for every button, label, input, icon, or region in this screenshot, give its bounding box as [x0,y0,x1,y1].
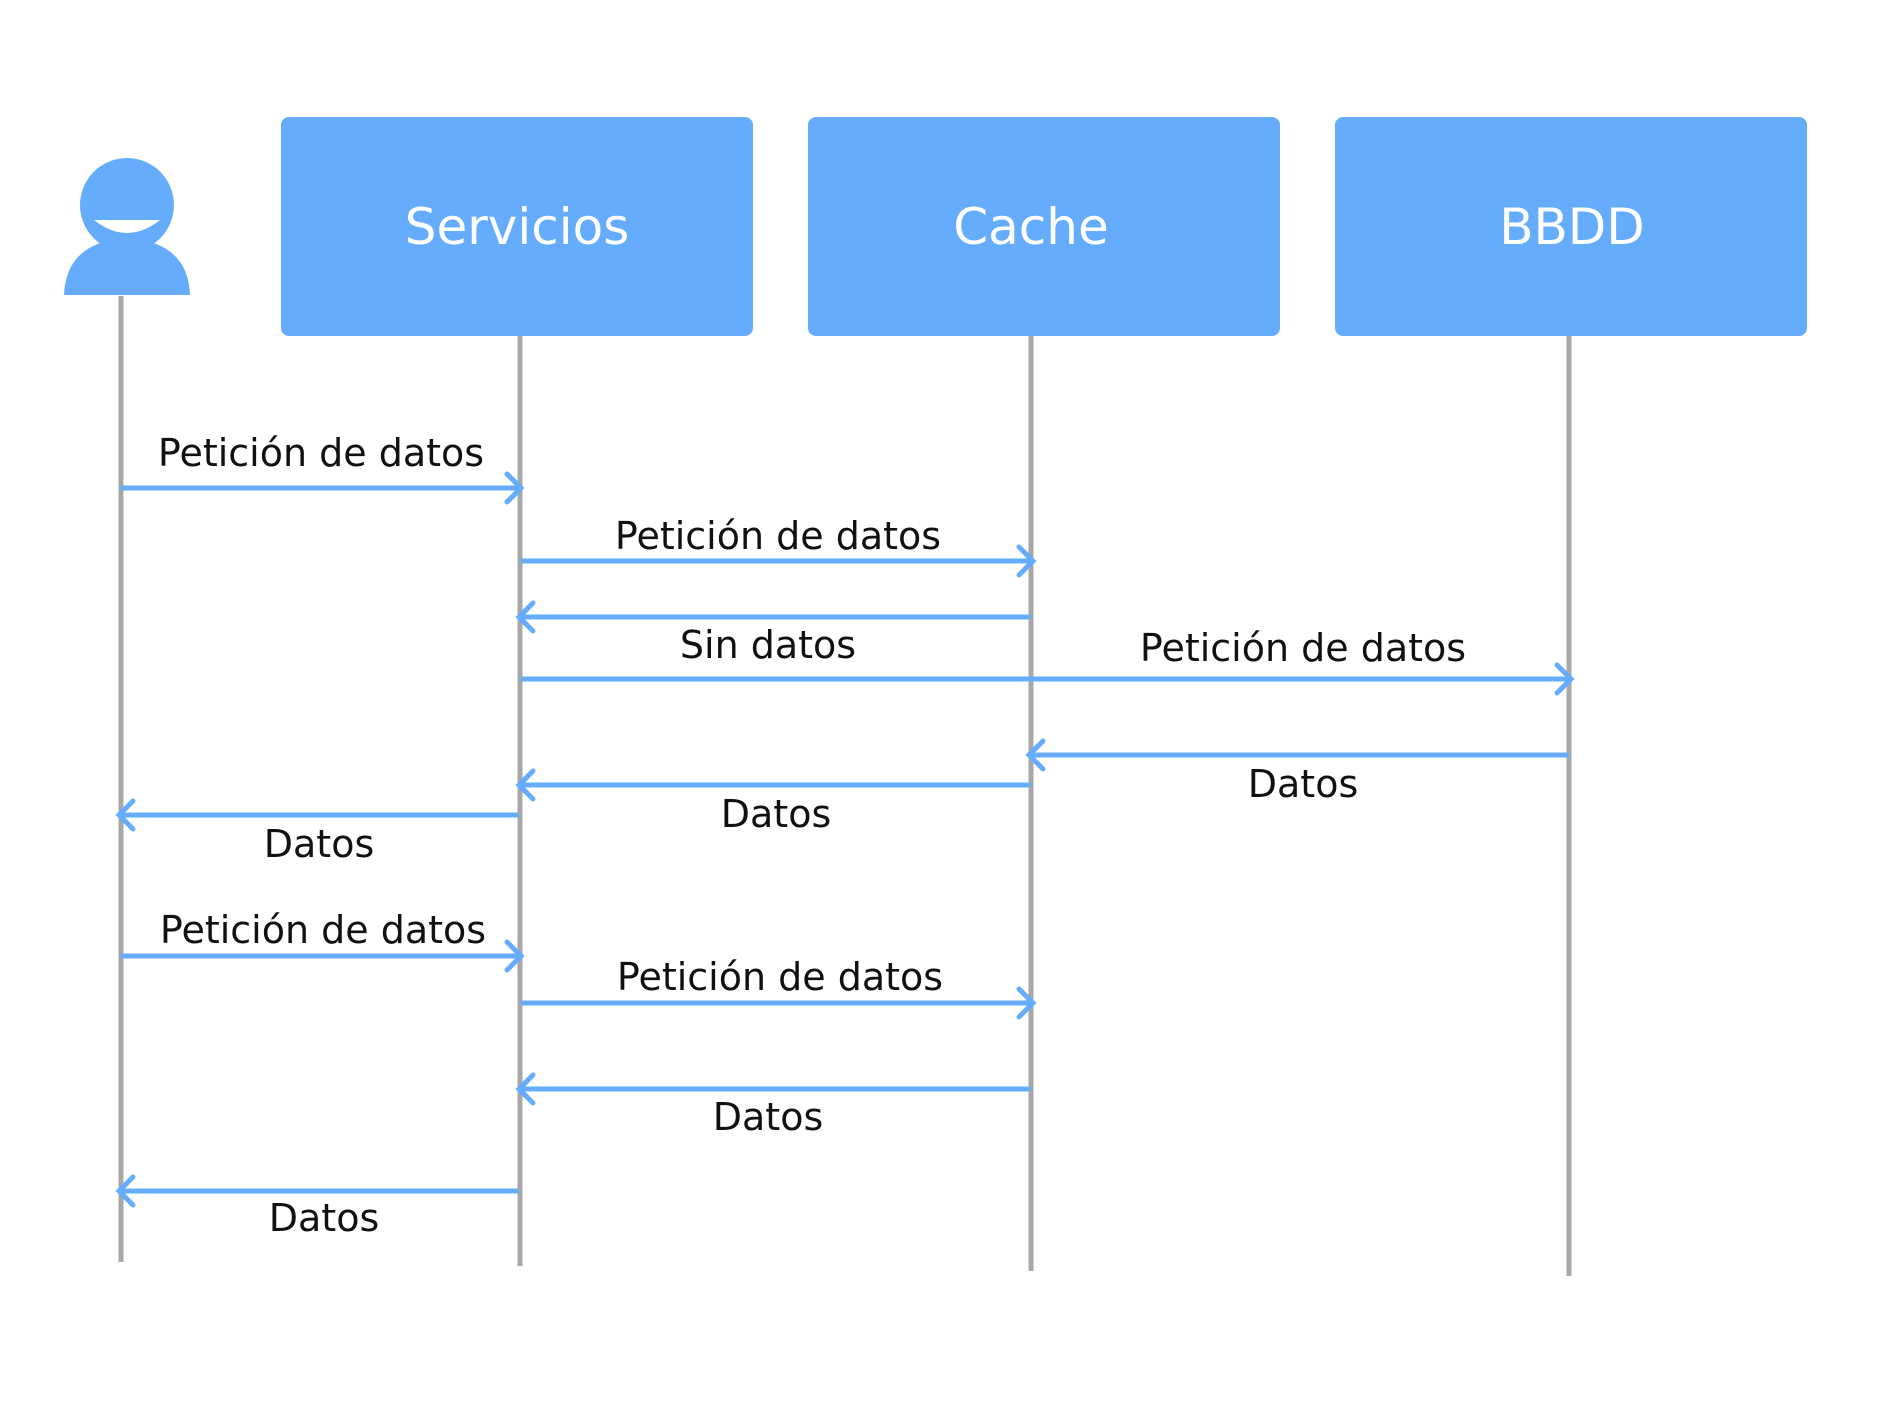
participant-label: Servicios [405,198,630,256]
message-label: Datos [269,1196,380,1240]
message-label: Datos [1248,762,1359,806]
message-2: Petición de datos [521,514,1037,578]
message-1: Petición de datos [121,431,525,505]
message-8: Petición de datos [121,908,525,973]
message-label: Petición de datos [1140,626,1466,670]
participant-label: BBDD [1499,198,1645,256]
arrow-head-left [1025,738,1046,772]
arrow-head-left [515,768,536,802]
arrow-head-right [504,939,525,973]
message-7: Datos [115,798,519,866]
arrow-head-right [1016,544,1037,578]
message-label: Sin datos [680,623,856,667]
participant-label: Cache [953,198,1109,256]
message-label: Datos [264,822,375,866]
arrow-head-left [515,1072,536,1106]
message-label: Datos [721,792,832,836]
arrow-head-left [115,1174,136,1208]
message-6: Datos [515,768,1031,836]
arrow-head-left [115,798,136,832]
participant-servicios: Servicios [281,117,753,336]
message-10: Datos [515,1072,1031,1139]
user-icon [64,158,190,295]
message-label: Petición de datos [160,908,486,952]
message-label: Petición de datos [615,514,941,558]
arrow-head-right [1554,662,1575,696]
message-label: Petición de datos [158,431,484,475]
arrow-head-right [504,471,525,505]
message-label: Petición de datos [617,955,943,999]
participant-bbdd: BBDD [1335,117,1807,336]
arrow-head-right [1016,986,1037,1020]
arrow-head-left [515,600,536,634]
message-4: Petición de datos [521,626,1575,696]
participant-cache: Cache [808,117,1280,336]
message-3: Sin datos [515,600,1031,667]
message-5: Datos [1025,738,1569,806]
message-label: Datos [713,1095,824,1139]
message-9: Petición de datos [521,955,1037,1020]
message-11: Datos [115,1174,519,1240]
